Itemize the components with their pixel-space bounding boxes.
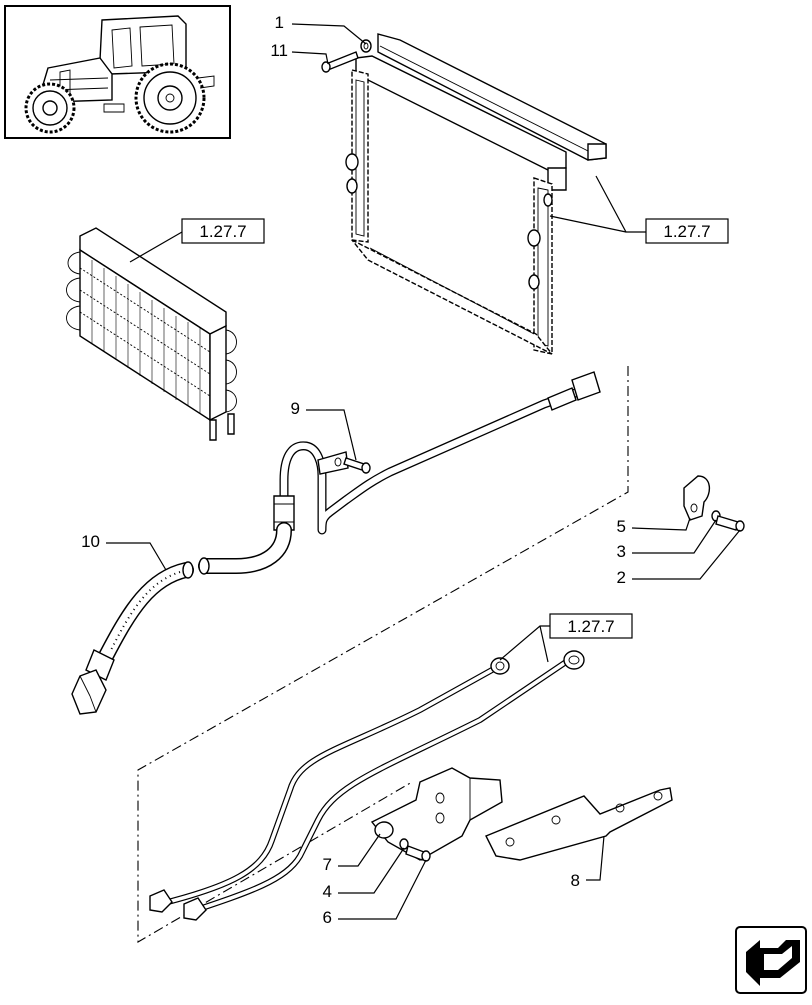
washer-part-1 [360, 39, 372, 53]
bolt-part-9 [343, 457, 371, 474]
washer-part-4 [399, 838, 409, 850]
callout-9: 9 [291, 399, 300, 418]
hose-part-10 [71, 495, 295, 715]
callout-10: 10 [81, 532, 100, 551]
callout-labels: 1 11 9 10 5 3 2 7 4 6 8 [81, 13, 626, 927]
callout-3: 3 [617, 542, 626, 561]
ref-box-frame[interactable]: 1.27.7 [645, 218, 729, 244]
bolt-part-6 [405, 845, 431, 862]
bracket-part-8 [485, 787, 673, 861]
callout-7: 7 [323, 855, 332, 874]
ref-frame-text: 1.27.7 [663, 222, 710, 241]
condenser-frame [345, 33, 607, 355]
callout-6: 6 [323, 908, 332, 927]
assembly-boundary [137, 366, 629, 943]
lower-pipe-pair [149, 650, 585, 921]
leader-lines [106, 23, 741, 920]
callout-11: 11 [270, 41, 288, 60]
callout-8: 8 [571, 871, 580, 890]
bracket-part-7 [370, 767, 503, 861]
tractor-thumbnail-icon[interactable] [4, 5, 231, 139]
ref-box-condenser[interactable]: 1.27.7 [181, 218, 265, 244]
callout-2: 2 [617, 568, 626, 587]
ref-box-pipes[interactable]: 1.27.7 [549, 613, 633, 639]
ref-pipes-text: 1.27.7 [567, 617, 614, 636]
callout-4: 4 [323, 882, 332, 901]
bolt-part-11 [321, 51, 359, 73]
callout-5: 5 [617, 517, 626, 536]
callout-1: 1 [275, 13, 284, 32]
clamp-part-5 [683, 475, 711, 521]
bolt-part-2 [715, 515, 745, 532]
pipe-part-9-assembly [279, 371, 601, 535]
condenser-core [66, 227, 237, 441]
next-page-arrow-icon[interactable] [735, 926, 807, 994]
ref-condenser-text: 1.27.7 [199, 222, 246, 241]
